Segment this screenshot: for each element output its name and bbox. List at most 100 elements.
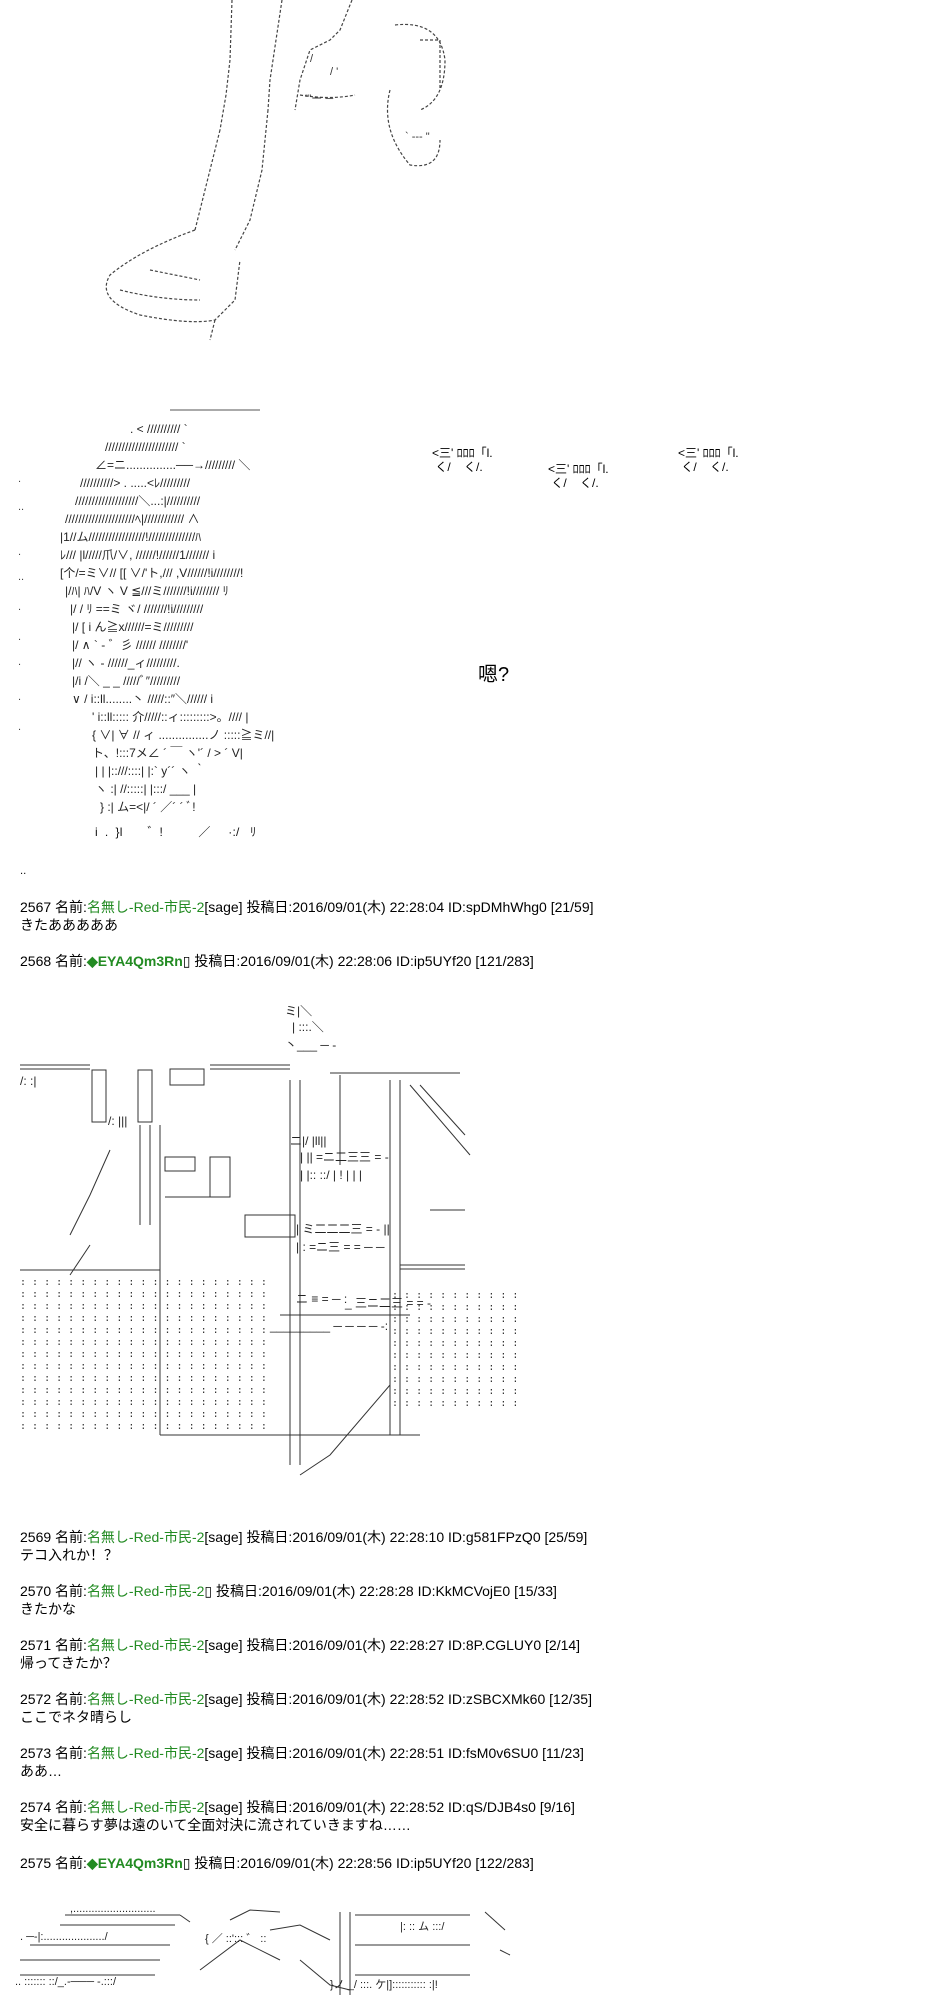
svg-text:| | |::///::::| |:` y´´: | | |::///::::| |:` y´´ ヽ ｀ — [95, 762, 206, 778]
poster-name[interactable]: 名無し-Red-市民-2 — [86, 1691, 205, 1707]
dot-pattern-right: : : : : : : : : : : : : : : : : : : : : … — [392, 1290, 519, 1409]
post-body: 安全に暮らす夢は遠のいて全面対決に流されていきますね…… — [20, 1817, 411, 1833]
svg-text:} :| ム=<|/ ´ ／´: } :| ム=<|/ ´ ／´ ´ ﾞ! — [100, 800, 196, 814]
ascii-art-character-base: i . }l ゛! ／ ·:/ ﾘ — [95, 825, 257, 839]
post-body: きたかな — [20, 1601, 76, 1617]
box-icon: ▯ — [182, 1855, 191, 1871]
svg-text:[个/=ミ∨// [[ ∨/'ト,/// ,V//////!: [个/=ミ∨// [[ ∨/'ト,/// ,V//////!i////////! — [60, 566, 243, 580]
svg-text:.: . — [18, 721, 21, 733]
post-2570: 2570 名前:名無し-Red-市民-2▯ 投稿日:2016/09/01(木) … — [20, 1582, 920, 1618]
svg-text:ヽ :| //:::::| |:::/: ヽ :| //:::::| |:::/ ___ | — [95, 782, 196, 796]
svg-text:丶___ ─ -: 丶___ ─ - — [285, 1038, 336, 1052]
svg-text:|/ / ﾘ ==ミ ヾ/ ///////!i//: |/ / ﾘ ==ミ ヾ/ ///////!i///////// — [70, 602, 204, 616]
svg-text:{ ∨| ∀ // ィ ............: { ∨| ∀ // ィ ...............ノ :::::≧ミ//| — [92, 727, 274, 742]
svg-text:|1//ム/////////////////!///////: |1//ム/////////////////!//////////////ﾊ — [60, 530, 201, 544]
post-header: 2574 名前:名無し-Red-市民-2[sage] 投稿日:2016/09/0… — [20, 1799, 575, 1815]
svg-text:_ 三ニ二三 = = -: _ 三ニ二三 = = - — [344, 1296, 431, 1310]
svg-text:/: |||: /: ||| — [108, 1114, 127, 1128]
speech-bubble-3: <三' ﾛﾛﾛ「l. く/ く/. — [678, 446, 739, 474]
poster-trip[interactable]: ◆EYA4Qm3Rn — [86, 953, 183, 969]
svg-text:,...........................: ,........................... — [70, 1903, 156, 1915]
svg-text:_________ ─ ─ ─ ─ -:: _________ ─ ─ ─ ─ -: — [269, 1319, 388, 1333]
svg-text:.: . — [18, 601, 21, 613]
svg-text:ニ ≡ = ─ :: ニ ≡ = ─ : — [296, 1292, 347, 1306]
svg-text:| :::.＼: | :::.＼ — [292, 1020, 324, 1034]
ascii-art-bottom: ,........................... . ─-|:.....… — [15, 1903, 511, 1995]
svg-text:.: . — [18, 631, 21, 643]
svg-text:'''ー ─: '''ー ─ — [305, 93, 333, 105]
svg-text:| || =ニ二三三 = -: | || =ニ二三三 = - — [300, 1150, 389, 1164]
dot-pattern-left: : : : : : : : : : : : : : : : : : : : : … — [20, 1277, 267, 1432]
poster-name[interactable]: 名無し-Red-市民-2 — [86, 1583, 205, 1599]
post-header: 2567 名前:名無し-Red-市民-2[sage] 投稿日:2016/09/0… — [20, 899, 594, 915]
svg-text:∨ / i::ll........丶 /////::″＼/: ∨ / i::ll........丶 /////::″＼////// i — [72, 692, 213, 706]
svg-text:/: :|: /: :| — [20, 1074, 36, 1088]
post-body: テコ入れか！？ — [20, 1547, 118, 1563]
svg-text:|: :: ム :::/: |: :: ム :::/ — [400, 1920, 445, 1933]
poster-name[interactable]: 名無し-Red-市民-2 — [86, 1799, 205, 1815]
svg-text:.. ::::::: ::/_.-─── -.:::/: .. ::::::: ::/_.-─── -.:::/ — [15, 1976, 117, 1988]
speech-bubble-1: <三' ﾛﾛﾛ「l. く/ く/. — [432, 446, 493, 474]
separator-dots: .. — [20, 866, 27, 877]
ascii-art-lettering: ミ|＼ | :::.＼ 丶___ ─ - /: :| /: ||| ニ|/ |l… — [20, 1004, 471, 1476]
svg-text:. < ////////// `: . < ////////// ` — [130, 422, 188, 436]
hmm-text: 嗯? — [478, 664, 510, 686]
post-2568: 2568 名前:◆EYA4Qm3Rn▯ 投稿日:2016/09/01(木) 22… — [20, 952, 920, 970]
post-2572: 2572 名前:名無し-Red-市民-2[sage] 投稿日:2016/09/0… — [20, 1690, 920, 1726]
post-2569: 2569 名前:名無し-Red-市民-2[sage] 投稿日:2016/09/0… — [20, 1528, 920, 1564]
poster-name[interactable]: 名無し-Red-市民-2 — [86, 1637, 205, 1653]
svg-text:` --- ": ` --- " — [405, 131, 430, 143]
svg-text:///////////////////＼...:|/////: ///////////////////＼...:|////////// — [75, 494, 201, 508]
post-body: きたあああああ — [20, 917, 118, 933]
svg-text:/: / — [310, 53, 314, 65]
svg-text:|/ [ i ん≧x//////=ミ/////: |/ [ i ん≧x//////=ミ///////// — [72, 619, 194, 634]
post-header: 2568 名前:◆EYA4Qm3Rn▯ 投稿日:2016/09/01(木) 22… — [20, 953, 534, 969]
svg-text://///////////////////ﾍ|///////: /////////////////////ﾍ|//////////// ∧ — [65, 512, 199, 526]
svg-text:{ ／ ::'::: ゛ ::: { ／ ::'::: ゛ :: — [205, 1932, 266, 1945]
post-body: 帰ってきたか？ — [20, 1655, 117, 1671]
svg-text:|/ﾊ| ﾊ/V ヽ V ≦///ミ///////!i: |/ﾊ| ﾊ/V ヽ V ≦///ミ///////!i//////// ﾘ — [65, 584, 229, 598]
svg-text:| |:: ::/ | ! | | |: | |:: ::/ | ! | | | — [300, 1168, 362, 1182]
speech-bubble-2: <三' ﾛﾛﾛ「l. く/ く/. — [548, 462, 609, 490]
svg-text:ミ|＼: ミ|＼ — [285, 1004, 312, 1018]
poster-name[interactable]: 名無し-Red-市民-2 — [86, 1745, 205, 1761]
poster-name[interactable]: 名無し-Red-市民-2 — [86, 1529, 205, 1545]
svg-text:|/ ∧ ` ‐ ゛彡 //////: |/ ∧ ` ‐ ゛彡 ////// ////////' — [72, 638, 188, 652]
svg-text:|// ヽ - //////_ィ///: |// ヽ - //////_ィ/////////. — [72, 656, 180, 670]
svg-text:. ─-|:..................../: . ─-|:..................../ — [20, 1931, 109, 1943]
svg-text:////////////////////// `: ////////////////////// ` — [105, 440, 186, 454]
svg-text:.: . — [18, 546, 21, 558]
svg-text:ト、!:::7メ∠ ´ ￣ ヽ'´ / > ´ V: ト、!:::7メ∠ ´ ￣ ヽ'´ / > ´ V| — [92, 746, 243, 760]
ascii-art-character: . < ////////// ` ////////////////////// … — [18, 409, 274, 814]
post-2567: 2567 名前:名無し-Red-市民-2[sage] 投稿日:2016/09/0… — [20, 898, 920, 934]
ascii-art-boot: / / ' '''ー ─ ` --- " — [105, 0, 446, 341]
svg-text:∠=ニ...............──→/////////: ∠=ニ...............──→///////// ＼ — [95, 458, 250, 472]
post-body: ここでネタ晴らし — [20, 1709, 132, 1725]
svg-text:|/i /＼ _ _ /////ﾞ″//////: |/i /＼ _ _ /////ﾞ″///////// — [72, 674, 181, 688]
svg-text:.: . — [18, 691, 21, 703]
box-icon: ▯ — [182, 953, 191, 969]
svg-text:.: . — [18, 656, 21, 668]
poster-name[interactable]: 名無し-Red-市民-2 — [86, 899, 205, 915]
svg-text:| : =ニ三 = = ─ ─: | : =ニ三 = = ─ ─ — [296, 1240, 385, 1254]
svg-text:' i::ll::::: 介/////::ィ::::::: ' i::ll::::: 介/////::ィ:::::::::>。//// | — [92, 710, 248, 724]
svg-text:ニ|/ |ll||: ニ|/ |ll|| — [290, 1134, 326, 1148]
box-icon: ▯ — [204, 1583, 213, 1599]
svg-text://////////> . .....<ﾚ/////////: //////////> . .....<ﾚ///////// — [80, 476, 191, 490]
post-body: ああ… — [20, 1763, 62, 1779]
svg-text:}ノ _/ :::. ケ|]::::::::::: :|: }ノ _/ :::. ケ|]::::::::::: :|! — [330, 1978, 438, 1991]
svg-text:..: .. — [18, 571, 24, 583]
post-header: 2571 名前:名無し-Red-市民-2[sage] 投稿日:2016/09/0… — [20, 1637, 581, 1653]
post-2574: 2574 名前:名無し-Red-市民-2[sage] 投稿日:2016/09/0… — [20, 1798, 920, 1834]
svg-text:ﾚ/// |l/////爪/∨, //////!//////: ﾚ/// |l/////爪/∨, //////!//////1/////// i — [60, 548, 215, 562]
post-header: 2570 名前:名無し-Red-市民-2▯ 投稿日:2016/09/01(木) … — [20, 1583, 557, 1599]
post-2571: 2571 名前:名無し-Red-市民-2[sage] 投稿日:2016/09/0… — [20, 1636, 920, 1672]
poster-trip[interactable]: ◆EYA4Qm3Rn — [86, 1855, 183, 1871]
svg-text:/ ': / ' — [330, 66, 338, 78]
post-2573: 2573 名前:名無し-Red-市民-2[sage] 投稿日:2016/09/0… — [20, 1744, 920, 1780]
post-header: 2575 名前:◆EYA4Qm3Rn▯ 投稿日:2016/09/01(木) 22… — [20, 1855, 534, 1871]
svg-text:.: . — [18, 473, 21, 485]
post-header: 2569 名前:名無し-Red-市民-2[sage] 投稿日:2016/09/0… — [20, 1529, 588, 1545]
post-header: 2572 名前:名無し-Red-市民-2[sage] 投稿日:2016/09/0… — [20, 1691, 592, 1707]
post-2575: 2575 名前:◆EYA4Qm3Rn▯ 投稿日:2016/09/01(木) 22… — [20, 1854, 920, 1872]
